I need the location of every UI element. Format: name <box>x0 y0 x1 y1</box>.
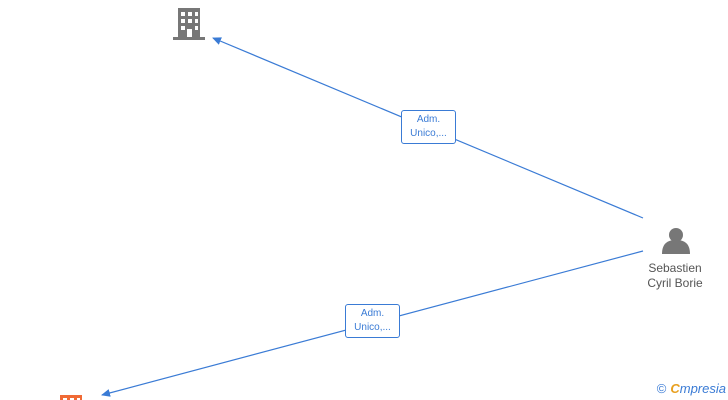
edge-label-top[interactable]: Adm. Unico,... <box>401 110 456 144</box>
copyright-symbol: © <box>656 381 667 396</box>
edge-label-role: Adm. <box>416 114 441 125</box>
building-icon[interactable] <box>60 395 82 400</box>
brand-logo-text: mpresia <box>679 381 726 396</box>
edge-label-role-detail: Unico,... <box>354 322 391 333</box>
brand-logo-letter: C <box>670 381 680 396</box>
person-icon[interactable] <box>662 228 690 254</box>
person-name-line-1: Sebastien <box>648 261 702 275</box>
edge-label-bottom[interactable]: Adm. Unico,... <box>345 304 400 338</box>
person-name-line-2: Cyril Borie <box>647 276 703 290</box>
person-name[interactable]: Sebastien Cyril Borie <box>630 261 720 291</box>
edge-label-role: Adm. <box>360 308 385 319</box>
edge-label-role-detail: Unico,... <box>410 128 447 139</box>
brand-watermark: ©Cmpresia <box>657 381 726 396</box>
building-icon[interactable] <box>173 8 205 40</box>
